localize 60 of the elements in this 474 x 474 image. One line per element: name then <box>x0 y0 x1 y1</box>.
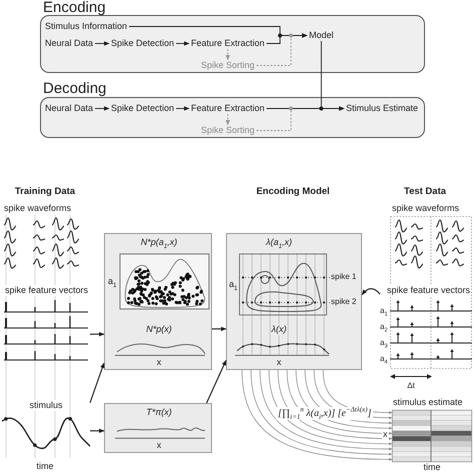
process-label: Feature Extraction <box>189 103 267 114</box>
axis-label: time <box>424 462 440 473</box>
column-heading: Training Data <box>14 186 76 198</box>
edge-label: [∏$_{i=1}$$^{n}$ λ(a$_{i}$,x)] [e$^{−Δtλ(x)}$] <box>276 407 374 420</box>
process-label: Spike Detection <box>109 38 176 49</box>
axis-label: a$_{4}$ <box>380 354 388 364</box>
axis-label: x <box>276 357 282 368</box>
connector-arrow <box>206 360 226 404</box>
connector-arrow <box>90 428 105 433</box>
axis-label: time <box>36 461 54 472</box>
panel-title: T*π(x) <box>146 407 172 418</box>
process-label: Stimulus Information <box>43 21 130 32</box>
panel-title: N*p(a$_{1}$,x) <box>140 237 178 248</box>
section-title: Decoding <box>43 81 106 96</box>
dimension-label: Δt <box>407 381 415 391</box>
connector-arrow <box>94 41 110 46</box>
process-label: Neural Data <box>43 38 96 49</box>
model-panel <box>226 233 362 370</box>
process-label: Stimulus Estimate <box>344 103 420 114</box>
axis-label: x <box>156 357 162 368</box>
plot-caption: spike waveforms <box>392 203 460 214</box>
model-panel <box>104 403 212 453</box>
panel-title: λ(a$_{1}$,x) <box>266 237 292 248</box>
process-label: Feature Extraction <box>189 38 267 49</box>
connector-arrow <box>226 48 230 61</box>
connector-arrow <box>176 106 190 111</box>
line-label: spike 2 <box>331 297 356 307</box>
connector-arrow <box>226 114 230 126</box>
axis-label: a$_{1}$ <box>380 306 388 316</box>
connector-arrow <box>94 106 110 111</box>
plot-title: N*p(x) <box>146 324 172 335</box>
process-label: Spike Sorting <box>199 125 257 136</box>
connector-arrow <box>362 288 380 296</box>
process-label: Model <box>307 30 336 41</box>
plot-caption: stimulus estimate <box>392 397 464 408</box>
plot-title: λ(x) <box>270 324 288 335</box>
connector-arrow <box>176 41 190 46</box>
process-label: Spike Detection <box>109 103 176 114</box>
process-label: Neural Data <box>43 103 96 114</box>
connector-arrow <box>89 362 105 403</box>
connector-arrow <box>320 40 345 111</box>
axis-label: a$_{3}$ <box>380 338 388 348</box>
axis-label: x <box>156 440 162 451</box>
axis-label: a$_{1}$ <box>229 279 238 290</box>
column-heading: Test Data <box>404 186 446 198</box>
plot-caption: spike feature vectors <box>4 285 90 296</box>
axis-label: x <box>382 429 388 440</box>
axis-label: a$_{1}$ <box>108 276 117 287</box>
connector-arrow <box>90 332 105 336</box>
line-label: spike 1 <box>331 272 356 282</box>
connector-arrow <box>212 326 227 332</box>
column-heading: Encoding Model <box>256 186 330 198</box>
plot-caption: stimulus <box>28 400 64 411</box>
section-title: Encoding <box>43 0 106 15</box>
connector-arrow <box>266 33 308 44</box>
model-panel <box>104 233 212 370</box>
plot-caption: spike waveforms <box>4 203 72 214</box>
axis-label: a$_{2}$ <box>380 322 388 332</box>
process-label: Spike Sorting <box>199 60 257 71</box>
plot-caption: spike feature vectors <box>386 285 472 296</box>
